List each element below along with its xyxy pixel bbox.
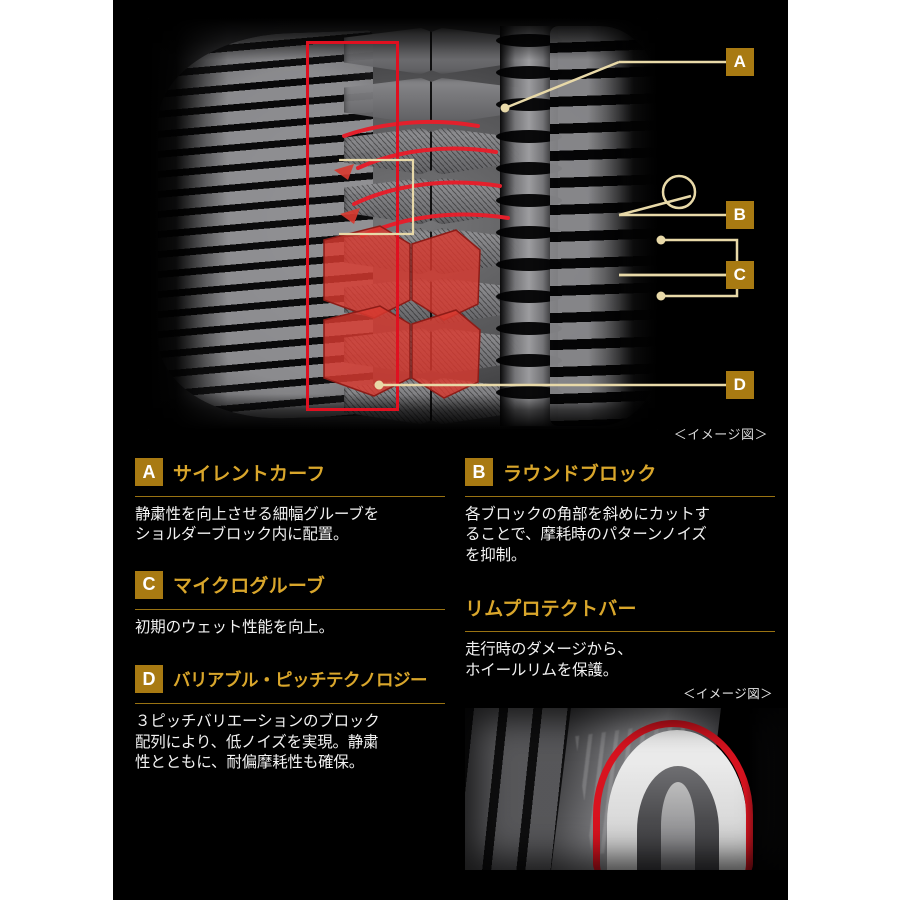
feature-badge-d: D <box>135 665 163 694</box>
feature-header: C マイクログルーブ <box>135 568 445 602</box>
callout-leader-lines <box>339 60 754 390</box>
feature-column-right: B ラウンドブロック 各ブロックの角部を斜めにカットすることで、摩耗時のパターン… <box>465 455 775 701</box>
feature-body: ３ピッチバリエーションのブロック配列により、低ノイズを実現。静粛性とともに、耐偏… <box>135 713 380 772</box>
hero-image-note: ＜イメージ図＞ <box>673 427 768 442</box>
feature-header: A サイレントカーフ <box>135 455 445 489</box>
feature-header: B ラウンドブロック <box>465 455 775 489</box>
feature-header: リムプロテクトバー <box>465 590 775 624</box>
feature-badge-a: A <box>135 458 163 486</box>
feature-title: ラウンドブロック <box>503 463 657 485</box>
callout-badge-d: D <box>726 371 754 399</box>
feature-badge-c: C <box>135 570 163 599</box>
feature-body: 各ブロックの角部を斜めにカットすることで、摩耗時のパターンノイズを抑制。 <box>465 506 710 564</box>
feature-divider <box>135 496 445 497</box>
top-edge-shading <box>148 18 658 60</box>
rim-right-shading <box>745 708 787 870</box>
content-panel: A B C D ＜イメージ図＞ A サイレントカーフ 静粛性を向上させる細幅グル… <box>113 0 788 900</box>
feature-body: 走行時のダメージから、ホイールリムを保護。 <box>465 641 633 679</box>
feature-silent-calf: A サイレントカーフ 静粛性を向上させる細幅グルーブをショルダーブロック内に配置… <box>135 455 445 546</box>
feature-title: サイレントカーフ <box>173 463 326 485</box>
feature-rim-protect-bar: リムプロテクトバー 走行時のダメージから、ホイールリムを保護。 <box>465 590 775 681</box>
rim-vignette <box>465 708 787 870</box>
feature-divider <box>135 608 445 610</box>
feature-title: バリアブル・ピッチテクノロジー <box>173 669 427 690</box>
feature-variable-pitch: D バリアブル・ピッチテクノロジー ３ピッチバリエーションのブロック配列により、… <box>135 662 445 773</box>
tire-tread-photo <box>148 18 658 430</box>
feature-divider <box>465 496 775 497</box>
rim-image-note: ＜イメージ図＞ <box>682 687 773 701</box>
tire-tread-diagram: A B C D ＜イメージ図＞ <box>113 0 788 455</box>
callout-badge-b: B <box>726 201 754 229</box>
feature-column-left: A サイレントカーフ 静粛性を向上させる細幅グルーブをショルダーブロック内に配置… <box>135 455 445 780</box>
feature-title: リムプロテクトバー <box>465 598 637 620</box>
feature-divider <box>465 631 775 633</box>
feature-round-block: B ラウンドブロック 各ブロックの角部を斜めにカットすることで、摩耗時のパターン… <box>465 455 775 566</box>
left-shoulder-shading <box>148 18 228 430</box>
variable-pitch-highlight-rect <box>306 41 399 411</box>
feature-body: 静粛性を向上させる細幅グルーブをショルダーブロック内に配置。 <box>135 506 379 544</box>
callout-badge-c: C <box>726 261 754 289</box>
rim-protector-photo <box>465 708 787 870</box>
feature-badge-b: B <box>465 458 493 486</box>
feature-body: 初期のウェット性能を向上。 <box>135 618 334 636</box>
callout-badge-a: A <box>726 48 754 76</box>
right-edge-shading <box>588 18 658 430</box>
feature-title: マイクログルーブ <box>173 576 326 598</box>
feature-micro-groove: C マイクログルーブ 初期のウェット性能を向上。 <box>135 568 445 638</box>
center-rib <box>496 26 562 426</box>
feature-divider <box>135 703 445 705</box>
feature-header: D バリアブル・ピッチテクノロジー <box>135 662 445 696</box>
feature-list: A サイレントカーフ 静粛性を向上させる細幅グルーブをショルダーブロック内に配置… <box>113 455 788 900</box>
rim-photo-inner <box>465 708 787 870</box>
bottom-edge-shading <box>148 394 658 430</box>
